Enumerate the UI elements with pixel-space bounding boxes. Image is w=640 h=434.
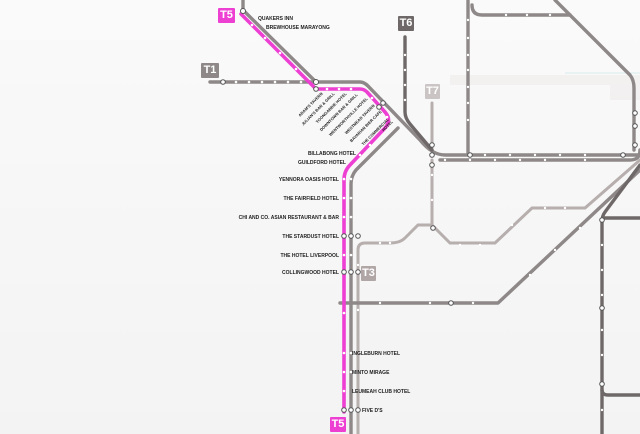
- t6-line: [403, 35, 434, 152]
- station-chi-and-co[interactable]: CHI AND CO. ASIAN RESTAURANT & BAR: [239, 215, 340, 221]
- station-quakers-inn[interactable]: QUAKERS INN: [258, 16, 293, 22]
- station-brewhouse-marayong[interactable]: BREWHOUSE MARAYONG: [266, 25, 330, 31]
- station-the-stardust-hotel[interactable]: THE STARDUST HOTEL: [282, 234, 339, 240]
- t1-line: [208, 80, 640, 157]
- station-five-ds[interactable]: FIVE D'S: [362, 408, 383, 414]
- station-billabong-hotel[interactable]: BILLABONG HOTEL: [308, 151, 356, 157]
- station-the-commercial-hotel[interactable]: THE COMMERCIAL HOTEL: [361, 116, 395, 150]
- station-ingleburn-hotel[interactable]: INGLEBURN HOTEL: [352, 351, 400, 357]
- northeast-line: [553, 0, 636, 152]
- richmond-line: [241, 0, 318, 84]
- t6-line-badge[interactable]: T6: [398, 16, 414, 31]
- top-line: [470, 3, 572, 17]
- south-branch: [600, 388, 640, 397]
- t3-line: [356, 223, 434, 434]
- station-minto-mirage[interactable]: MINTO MIRAGE: [352, 370, 390, 376]
- southwest-line: [338, 168, 640, 305]
- t2-line: [349, 126, 400, 434]
- station-collingwood-hotel[interactable]: COLLINGWOOD HOTEL: [282, 270, 339, 276]
- t7-line-badge[interactable]: T7: [425, 84, 440, 99]
- interchange-stations: [220, 8, 638, 413]
- station-the-fairfield-hotel[interactable]: THE FAIRFIELD HOTEL: [283, 196, 339, 202]
- t1-line-badge[interactable]: T1: [201, 63, 219, 78]
- station-the-hotel-liverpool[interactable]: THE HOTEL LIVERPOOL: [280, 253, 339, 259]
- t5-line-badge-bottom[interactable]: T5: [330, 417, 346, 432]
- station-yennora-oasis-hotel[interactable]: YENNORA OASIS HOTEL: [279, 177, 339, 183]
- t5-line: [239, 12, 391, 414]
- station-leumeah-club-hotel[interactable]: LEUMEAH CLUB HOTEL: [352, 389, 410, 395]
- station-dots: [234, 13, 604, 412]
- t5-line-badge[interactable]: T5: [218, 8, 235, 23]
- background-band: [450, 75, 640, 100]
- t3-line-badge[interactable]: T3: [361, 266, 376, 281]
- station-labels: QUAKERS INN BREWHOUSE MARAYONG ADAM'S TA…: [239, 16, 411, 414]
- station-guildford-hotel[interactable]: GUILDFORD HOTEL: [298, 160, 346, 166]
